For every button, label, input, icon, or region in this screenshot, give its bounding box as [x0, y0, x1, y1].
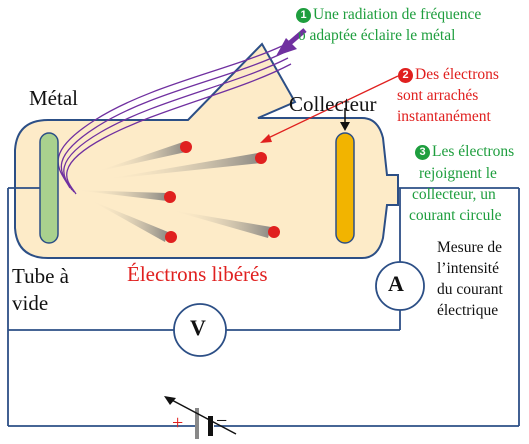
- ammeter-symbol: A: [388, 271, 404, 296]
- note-2-line2: sont arrachés: [397, 87, 479, 104]
- variable-battery: [164, 396, 237, 444]
- electron-trails: [75, 142, 271, 242]
- note-3-bullet: 3: [415, 145, 430, 160]
- note-2-line3: instantanément: [397, 108, 491, 125]
- note-1-text: Une radiation de fréquence: [313, 6, 482, 23]
- electron: [268, 226, 280, 238]
- measure-line4: électrique: [437, 302, 499, 319]
- measure-line1: Mesure de: [437, 239, 502, 256]
- circuit-wires: [7, 187, 520, 427]
- light-wave-lines: [57, 45, 292, 195]
- note-3-line2: rejoignent le: [419, 165, 497, 182]
- tube-label-line1: Tube à: [12, 264, 69, 288]
- radiation-arrow: [276, 28, 307, 56]
- measure-line2: l’intensité: [437, 260, 499, 277]
- plus-sign: +: [172, 412, 184, 434]
- electron: [164, 191, 176, 203]
- ammeter: [375, 261, 425, 311]
- voltmeter: [173, 303, 227, 357]
- note-1-bullet: 1: [296, 8, 311, 23]
- note-1-line2: υ adaptée éclaire le métal: [298, 27, 456, 44]
- collector-pointer-arrow: [340, 108, 350, 131]
- electron: [180, 141, 192, 153]
- collector-plate: [335, 132, 355, 244]
- metal-label: Métal: [29, 86, 78, 110]
- measure-line3: du courant: [437, 281, 503, 298]
- electron: [255, 152, 267, 164]
- note-2-bullet: 2: [398, 68, 413, 83]
- minus-sign: −: [216, 410, 228, 432]
- metal-plate: [39, 132, 59, 244]
- electrons-freed-label: Électrons libérés: [127, 262, 268, 286]
- electrons-pointer-arrow: [260, 75, 399, 143]
- collector-label: Collecteur: [289, 92, 377, 116]
- tube-label-line2: vide: [12, 291, 49, 315]
- note-3-line4: courant circule: [409, 207, 502, 224]
- vacuum-tube: [14, 42, 399, 259]
- note-3-text: Les électrons: [432, 143, 515, 160]
- voltmeter-symbol: V: [190, 315, 206, 340]
- note-3-line3: collecteur, un: [412, 186, 496, 203]
- note-2-text: Des électrons: [415, 66, 499, 83]
- electrons: [164, 141, 280, 243]
- electron: [165, 231, 177, 243]
